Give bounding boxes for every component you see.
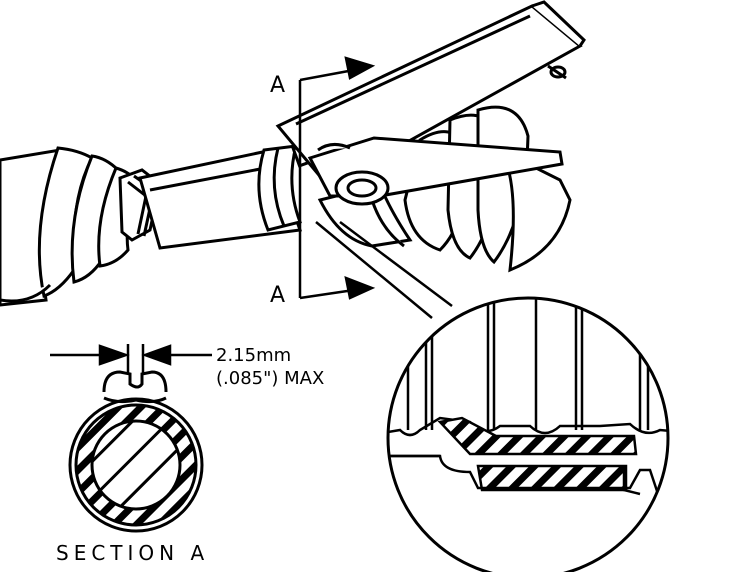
dimension-callout [50, 344, 212, 382]
clamp-tool [275, 0, 586, 206]
section-cut-line [298, 56, 376, 300]
section-a-title: SECTION A [56, 541, 209, 565]
section-a-cross-section [68, 370, 204, 533]
dimension-imperial: (.085") MAX [216, 368, 324, 389]
left-boot [0, 146, 142, 307]
detail-view-circle [386, 296, 670, 572]
dimension-value: 2.15mm [216, 345, 291, 366]
detail-leader-lines [315, 221, 453, 319]
section-marker-top: A [270, 73, 285, 98]
section-marker-bottom: A [270, 283, 285, 308]
